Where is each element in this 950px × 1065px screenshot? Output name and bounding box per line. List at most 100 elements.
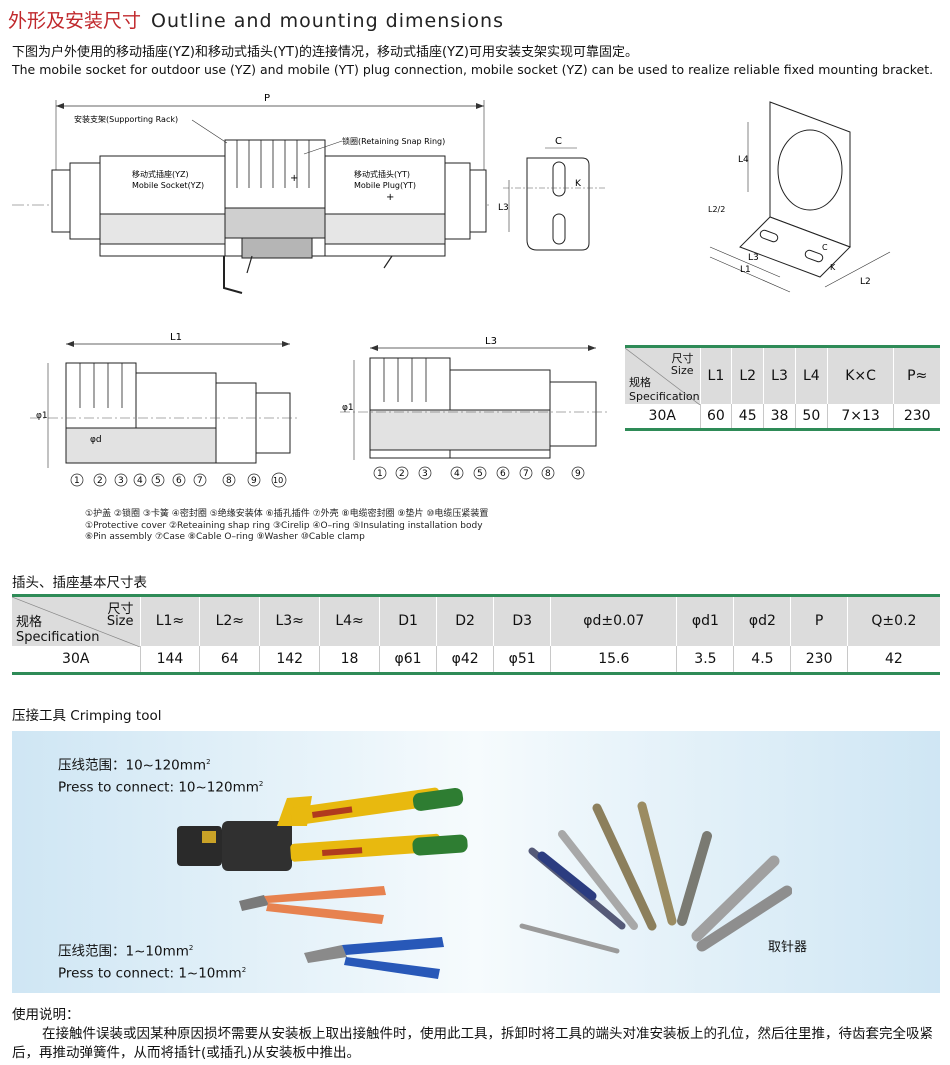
table-cell: 230 [790, 645, 848, 675]
superscript: 2 [258, 779, 264, 788]
range-small-en: Press to connect: 1~10mm [58, 965, 242, 981]
table-corner-header: 尺寸 Size 规格 Specification [625, 345, 700, 405]
table-cell: 144 [139, 645, 200, 675]
table-cell: φ61 [378, 645, 437, 675]
corner-spec-cn: 规格 [16, 614, 43, 630]
range-large: 压线范围：10~120mm2 Press to connect: 10~120m… [58, 753, 263, 796]
range-large-en: Press to connect: 10~120mm [58, 779, 259, 795]
hydraulic-crimper-image [177, 787, 468, 871]
table-cell: 3.5 [676, 645, 734, 675]
intro-english: The mobile socket for outdoor use (YZ) a… [12, 62, 934, 77]
assembly-drawing: P 安装支架(Supporting Rack) 锁圈(Retaini [12, 88, 492, 303]
column-header: L2 [731, 345, 764, 404]
table-cell: φ51 [493, 645, 551, 675]
column-header: L1≈ [139, 594, 200, 646]
plug-callout: 1 [377, 469, 383, 479]
table-cell: 142 [259, 645, 320, 675]
column-header: K×C [826, 345, 894, 404]
column-header: φd2 [733, 594, 791, 646]
column-header: Q±0.2 [846, 594, 940, 646]
pin-extractor-image [519, 801, 792, 954]
plug-callout: 7 [523, 469, 529, 479]
label-supporting-rack: 安装支架(Supporting Rack) [74, 114, 178, 124]
label-plug-en: Mobile Plug(YT) [354, 181, 416, 190]
column-header: D3 [493, 594, 551, 646]
socket-callout: 8 [226, 476, 232, 486]
socket-callout: 10 [273, 476, 283, 485]
socket-callout: 3 [118, 476, 124, 486]
plug-callout: 4 [454, 469, 460, 479]
dim-c: C [555, 136, 562, 147]
table-cell: 230 [893, 403, 940, 431]
column-header: P≈ [893, 345, 940, 404]
corner-spec-en: Specification [16, 629, 100, 645]
column-header: φd±0.07 [550, 594, 677, 646]
table-cell: 64 [199, 645, 260, 675]
table-cell: 38 [763, 403, 796, 431]
dim-l2-iso: L2 [860, 277, 871, 287]
column-header: L1 [699, 345, 732, 404]
plug-callout: 9 [575, 469, 581, 479]
corner-size-en: Size [106, 614, 134, 629]
label-retaining-snap-ring: 锁圈(Retaining Snap Ring) [342, 136, 445, 146]
corner-size-cn: 尺寸 [671, 352, 694, 365]
usage-title: 使用说明： [12, 1007, 80, 1023]
dim-l4: L4 [738, 155, 749, 165]
label-plug-cn: 移动式插头(YT) [354, 169, 410, 179]
corner-spec-cn: 规格 [629, 375, 651, 389]
table-cell: 7×13 [826, 403, 894, 431]
column-header: L3≈ [259, 594, 320, 646]
spec-cell: 30A [625, 403, 700, 431]
dim-phi1-plug: φ1 [342, 403, 354, 413]
table-cell: 18 [319, 645, 380, 675]
column-header: L4≈ [319, 594, 380, 646]
plug-callout: 6 [500, 469, 506, 479]
range-large-cn: 压线范围：10~120mm [58, 757, 207, 774]
table-corner-header: 尺寸 Size 规格 Specification [12, 594, 140, 647]
table-cell: 60 [699, 403, 732, 431]
dim-c-iso: C [822, 243, 828, 252]
label-socket-cn: 移动式插座(YZ) [132, 169, 189, 179]
column-header: D1 [378, 594, 437, 646]
table-cell: 15.6 [550, 645, 677, 675]
table-cell: 50 [794, 403, 828, 431]
hand-crimper-orange-image [239, 886, 386, 924]
column-header: L4 [794, 345, 828, 404]
legend-line-en-2: ⑥Pin assembly ⑦Case ⑧Cable O–ring ⑨Washe… [85, 532, 365, 542]
label-socket-en: Mobile Socket(YZ) [132, 181, 204, 190]
extractor-label: 取针器 [768, 940, 808, 955]
svg-text:+: + [386, 192, 394, 203]
plug-callout: 5 [477, 469, 483, 479]
plug-callout: 8 [545, 469, 551, 479]
table-cell: φ42 [436, 645, 494, 675]
table-row: 30A 60 45 38 50 7×13 230 [625, 403, 940, 431]
dim-l1: L1 [170, 332, 182, 343]
range-small-cn: 压线范围：1~10mm [58, 943, 189, 960]
socket-callout: 2 [97, 476, 103, 486]
dim-l3-iso: L3 [748, 253, 759, 263]
range-small: 压线范围：1~10mm2 Press to connect: 1~10mm2 [58, 939, 246, 982]
dim-l1-iso: L1 [740, 265, 751, 275]
parts-legend: ①护盖 ②锁圈 ③卡簧 ④密封圈 ⑤绝缘安装体 ⑥插孔插件 ⑦外壳 ⑧电缆密封圈… [85, 509, 488, 544]
superscript: 2 [206, 758, 211, 766]
superscript: 2 [241, 965, 247, 974]
table-cell: 45 [731, 403, 764, 431]
basic-dimension-table: 尺寸 Size 规格 Specification L1≈ L2≈ L3≈ L4≈… [12, 594, 940, 675]
dimension-table-title: 插头、插座基本尺寸表 [12, 575, 147, 591]
bracket-iso-drawing: L4 L2/2 L3 L1 L2 C K [700, 92, 900, 307]
dim-phi1: φ1 [36, 411, 48, 421]
dim-p: P [264, 93, 270, 104]
socket-callout: 7 [197, 476, 203, 486]
dim-l3-plug: L3 [485, 336, 497, 347]
page-title: 外形及安装尺寸 Outline and mounting dimensions [8, 6, 504, 33]
table-cell: 42 [846, 645, 940, 675]
title-english: Outline and mounting dimensions [151, 10, 504, 32]
spec-cell: 30A [12, 645, 140, 675]
corner-size-cn: 尺寸 [107, 602, 134, 617]
column-header: P [790, 594, 848, 646]
bracket-side-drawing: C K L3 [497, 128, 617, 258]
table-cell: 4.5 [733, 645, 791, 675]
corner-size-en: Size [670, 364, 694, 377]
table-row: 30A 144 64 142 18 φ61 φ42 φ51 15.6 3.5 4… [12, 645, 940, 675]
plug-callout: 2 [399, 469, 405, 479]
